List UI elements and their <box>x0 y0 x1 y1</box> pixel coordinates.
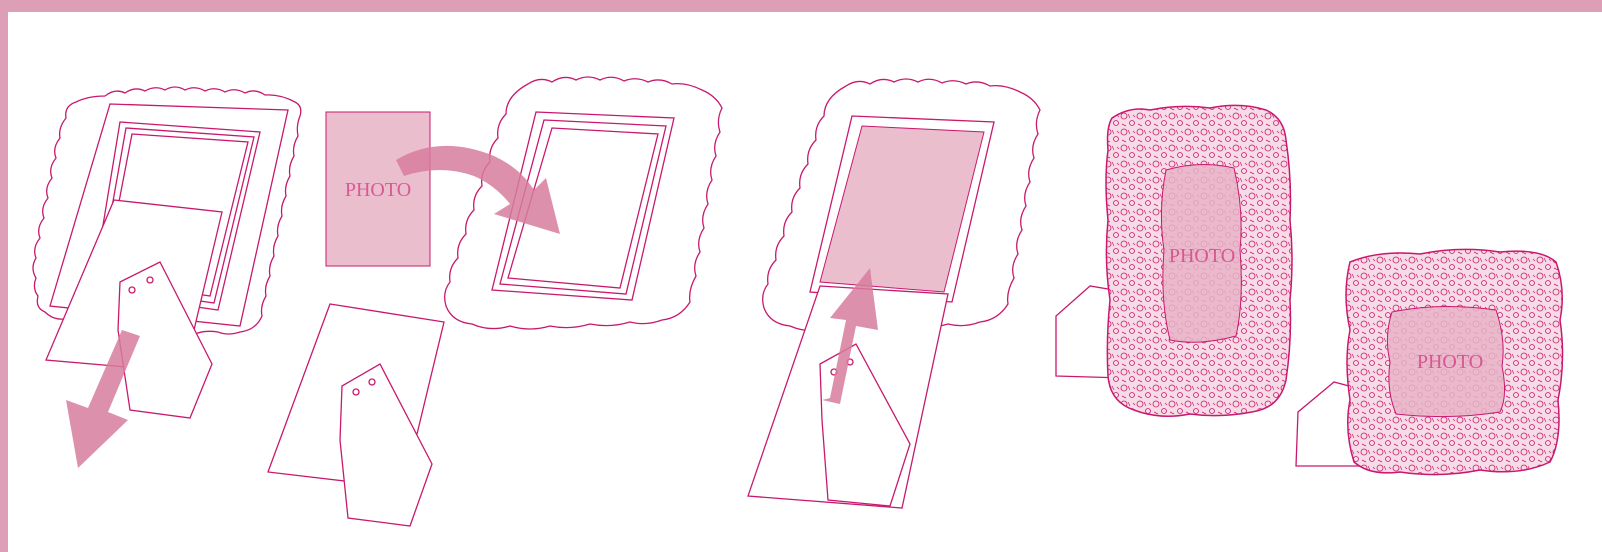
landscape-photo-label: PHOTO <box>1417 351 1483 373</box>
portrait-photo-label: PHOTO <box>1169 245 1235 267</box>
step-3-replace-backing <box>748 79 1040 508</box>
photo-label: PHOTO <box>345 179 411 201</box>
step-4-portrait-frame: PHOTO <box>1056 105 1292 416</box>
step-2-insert-photo: PHOTO <box>268 77 722 526</box>
step-4-landscape-frame: PHOTO <box>1296 249 1563 474</box>
step-1-frame-back <box>33 87 301 468</box>
